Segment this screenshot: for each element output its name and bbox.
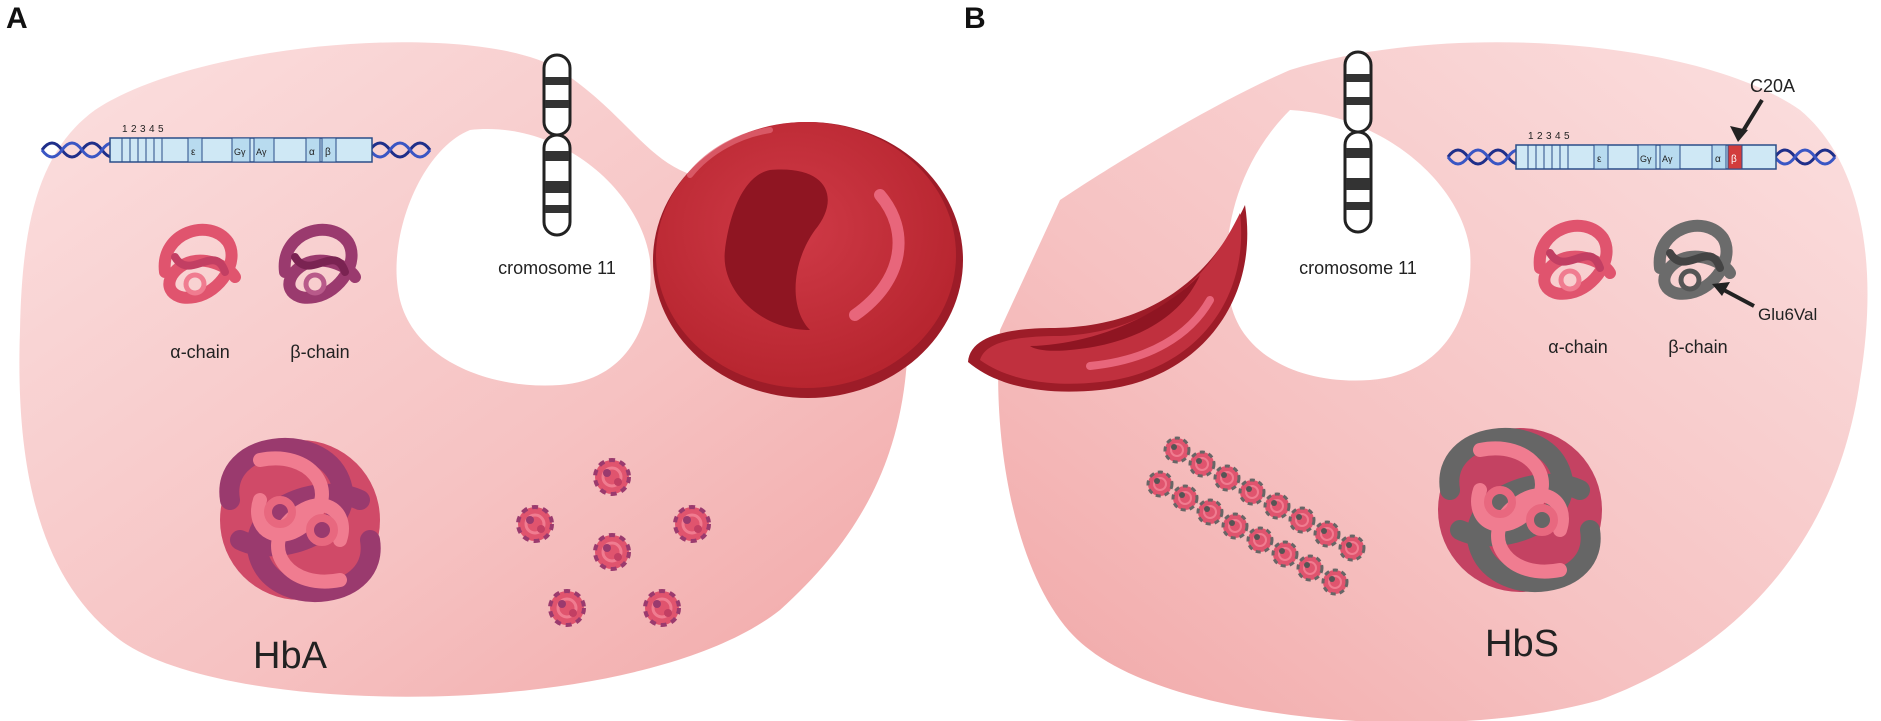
chromosome-a xyxy=(542,53,572,237)
glu6val-arrow xyxy=(1721,287,1755,308)
glu6val-arrowhead xyxy=(1712,282,1730,296)
hbs-tetramer-icon xyxy=(1438,428,1602,592)
gene-a-gamma-b: Aγ xyxy=(1662,154,1673,164)
beta-chain-icon-b xyxy=(1653,219,1736,300)
gene-number-1-b: 1 xyxy=(1528,131,1534,142)
sickle-red-blood-cell xyxy=(968,205,1248,392)
gene-a-gamma-a: Aγ xyxy=(256,147,267,157)
hba-molecule-1 xyxy=(593,458,631,496)
gene-number-5-a: 5 xyxy=(158,124,164,135)
chromosome-b xyxy=(1343,50,1373,234)
alpha-chain-icon-b xyxy=(1533,219,1616,300)
hba-molecule-3 xyxy=(673,505,711,543)
gene-number-3-b: 3 xyxy=(1546,131,1552,142)
hba-molecule-6 xyxy=(643,589,681,627)
normal-red-blood-cell xyxy=(653,122,963,398)
gene-epsilon-b: ε xyxy=(1597,154,1602,165)
beta-chain-icon-a xyxy=(278,223,361,304)
protein-mutation-label: Glu6Val xyxy=(1758,305,1817,324)
beta-chain-label-a: β-chain xyxy=(290,342,349,362)
chromosome-label-b: cromosome 11 xyxy=(1299,258,1417,278)
white-hole-b xyxy=(1226,110,1471,381)
gene-number-1-a: 1 xyxy=(122,124,128,135)
gene-number-2-b: 2 xyxy=(1537,131,1543,142)
gene-g-gamma-a: Gγ xyxy=(234,147,246,157)
panel-letter-a: A xyxy=(6,2,28,35)
dna-strand-b xyxy=(1446,144,1837,170)
gene-number-2-a: 2 xyxy=(131,124,137,135)
gene-alpha-a: α xyxy=(309,147,315,158)
gene-alpha-b: α xyxy=(1715,154,1721,165)
alpha-chain-label-a: α-chain xyxy=(170,342,229,362)
hba-tetramer-icon xyxy=(219,438,381,602)
alpha-chain-icon-a xyxy=(158,223,241,304)
mutation-label: C20A xyxy=(1750,76,1795,96)
white-hole-a xyxy=(396,129,651,386)
hbs-label: HbS xyxy=(1485,623,1559,665)
gene-number-4-a: 4 xyxy=(149,124,155,135)
hba-molecule-5 xyxy=(548,589,586,627)
mutated-beta-gene xyxy=(1727,144,1743,170)
beta-chain-label-b: β-chain xyxy=(1668,337,1727,357)
dna-strand-a xyxy=(40,137,432,163)
hba-molecule-4 xyxy=(593,533,631,571)
gene-number-4-b: 4 xyxy=(1555,131,1561,142)
gene-number-5-b: 5 xyxy=(1564,131,1570,142)
alpha-chain-label-b: α-chain xyxy=(1548,337,1607,357)
mutation-arrowhead xyxy=(1730,126,1748,142)
gene-beta-a: β xyxy=(325,147,331,158)
panel-b: 1 2 3 4 5 ε Gγ Aγ α β C20A cromosome 11 xyxy=(968,42,1868,721)
gene-beta-b: β xyxy=(1731,154,1737,165)
hba-label: HbA xyxy=(253,635,328,677)
panel-letter-b: B xyxy=(964,2,986,35)
panel-a: 1 2 3 4 5 ε Gγ Aγ α β cromosome 11 α-cha… xyxy=(19,42,963,697)
tissue-blob-b xyxy=(998,42,1868,721)
chromosome-label-a: cromosome 11 xyxy=(498,258,616,278)
gene-g-gamma-b: Gγ xyxy=(1640,154,1652,164)
gene-epsilon-a: ε xyxy=(191,147,196,158)
gene-number-3-a: 3 xyxy=(140,124,146,135)
hba-molecule-2 xyxy=(516,505,554,543)
